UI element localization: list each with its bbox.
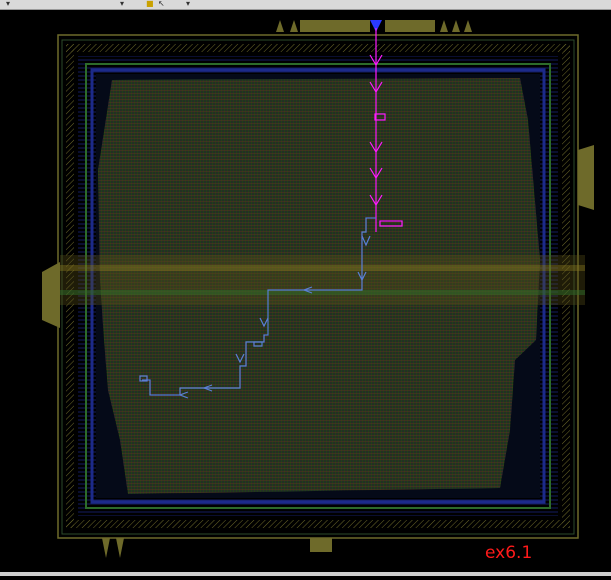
bottom-pins (102, 538, 332, 558)
ruler-icon[interactable]: ■ (146, 0, 154, 8)
status-bar (0, 572, 611, 576)
layout-canvas[interactable] (0, 10, 611, 576)
arrow-icon[interactable]: ▾ (6, 0, 11, 8)
cursor-icon[interactable]: ↖ (158, 0, 165, 8)
top-pins (276, 20, 472, 32)
dropdown-icon[interactable]: ▾ (186, 0, 191, 8)
right-pins (578, 145, 594, 210)
io-ring-bottom (66, 520, 570, 528)
critical-path-blue (139, 217, 376, 399)
left-pins (42, 262, 60, 328)
layout-caption: ex6.1 (485, 543, 533, 563)
io-ring-right (562, 44, 570, 528)
io-ring-top (66, 44, 570, 52)
chip-layout (42, 20, 594, 558)
toolbar: ▾ ▾ ■ ↖ ▾ (0, 0, 611, 10)
critical-path-magenta (369, 28, 403, 232)
dropdown-icon[interactable]: ▾ (120, 0, 125, 8)
io-ring-left (66, 44, 74, 528)
